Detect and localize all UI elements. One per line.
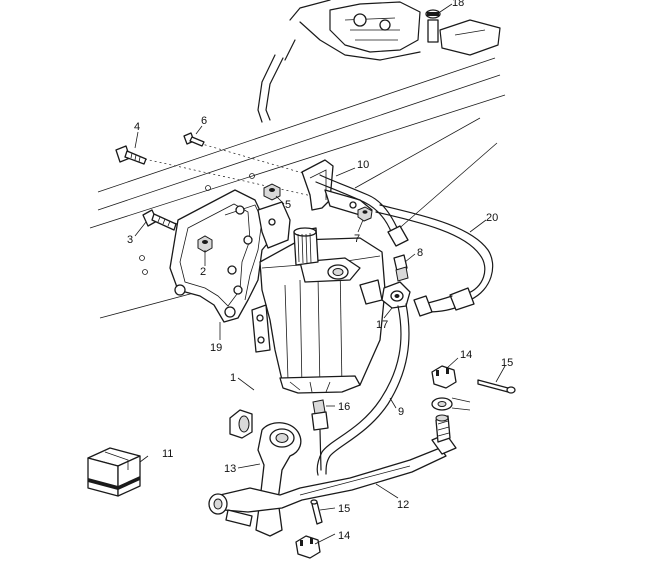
chassis-frame: [89, 0, 506, 319]
callout-11: 11: [162, 448, 173, 460]
callout-16: 16: [338, 401, 350, 413]
callout-5: 5: [285, 199, 291, 211]
callout-9: 9: [398, 406, 404, 418]
castle-nut-upper: [431, 365, 471, 411]
callout-10: 10: [357, 159, 369, 171]
callout-15-lower: 15: [338, 503, 350, 515]
steering-gear-box: [251, 227, 386, 394]
pressure-hose: [316, 303, 410, 476]
leader-lines: [134, 3, 506, 545]
callout-3: 3: [127, 234, 133, 246]
bolt-6: [183, 132, 205, 147]
castle-nut-lower: [295, 535, 321, 559]
callout-6: 6: [201, 115, 207, 127]
callout-7: 7: [354, 233, 360, 245]
callout-14-lower: 14: [338, 530, 350, 542]
bolt-4: [115, 145, 147, 165]
fitting-17: [381, 281, 411, 309]
cotter-pin-lower: [310, 499, 323, 525]
callout-13: 13: [224, 463, 236, 475]
return-hose: [315, 174, 494, 317]
callout-20: 20: [486, 212, 498, 224]
callout-17: 17: [376, 319, 388, 331]
callout-2: 2: [200, 266, 206, 278]
callout-8: 8: [417, 247, 423, 259]
seal-washer: [229, 409, 253, 439]
drag-link: [208, 414, 457, 527]
callout-15-upper: 15: [501, 357, 513, 369]
callout-4: 4: [134, 121, 140, 133]
fitting-8: [393, 254, 409, 282]
pitman-arm: [255, 422, 302, 537]
callout-19: 19: [210, 342, 222, 354]
parts-kit-box: [87, 447, 141, 497]
fitting-16: [311, 399, 329, 471]
callout-1: 1: [230, 372, 236, 384]
cotter-pin-upper: [477, 379, 516, 394]
bolt-3: [142, 209, 177, 231]
nut-2: [197, 235, 213, 253]
callout-12: 12: [397, 499, 409, 511]
bracket-10: [301, 159, 373, 222]
callout-18: 18: [452, 0, 464, 9]
callout-14-upper: 14: [460, 349, 472, 361]
callout-labels: 1 2 3 4 5 6 7 8 9 10 11 12 13 14 14 15 1…: [127, 0, 513, 542]
